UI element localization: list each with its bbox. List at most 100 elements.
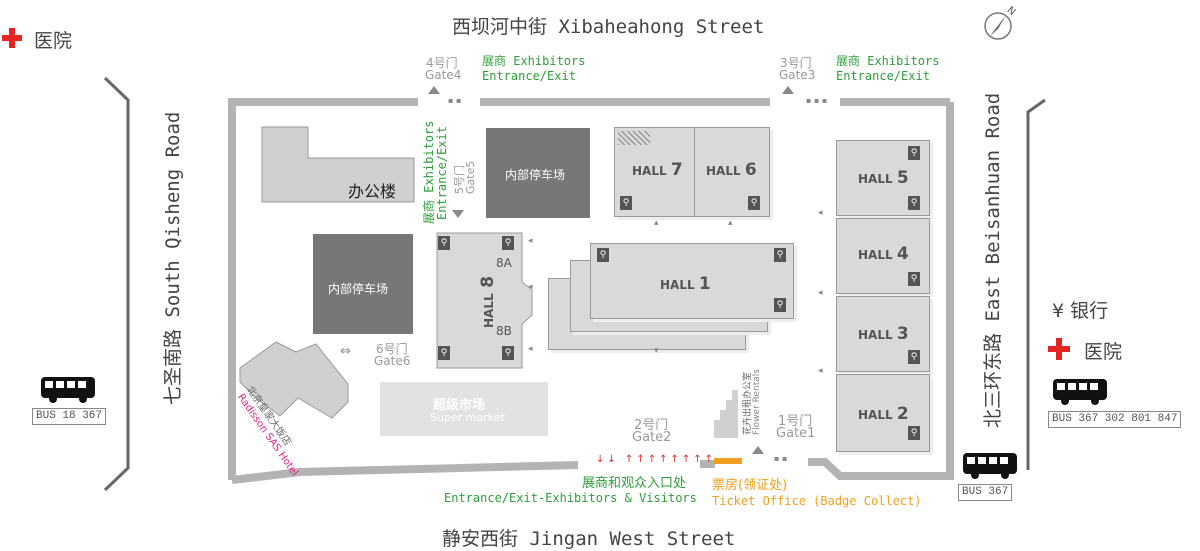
hall-7-num: 7: [670, 160, 683, 180]
hall-1-word: HALL: [660, 278, 695, 292]
arrow-icon: ▪ ▪ ▪: [806, 96, 828, 105]
bus-right-label: BUS 367 302 801 847: [1048, 411, 1182, 428]
gate1-cn: 1号门: [778, 414, 813, 429]
hospital-icon: [2, 28, 22, 48]
bus-right-icon: [1053, 379, 1107, 405]
gate5-arrow-icon: [452, 210, 464, 218]
office-label: 办公楼: [348, 182, 397, 201]
restroom-icon: ⚲: [908, 350, 920, 364]
restroom-icon: ⚲: [908, 272, 920, 286]
gate2-cn: 2号门: [634, 418, 669, 433]
hospital-left-label: 医院: [34, 30, 73, 52]
gate4-en: Gate4: [425, 68, 462, 82]
arrow-icon: ▪ ▪: [448, 96, 462, 105]
ticket-office-cn: 票房(领证处): [712, 478, 788, 493]
hall-4-num: 4: [896, 244, 909, 264]
restroom-icon: ⚲: [597, 248, 609, 262]
hall-5-num: 5: [896, 168, 909, 188]
main-entrance-cn: 展商和观众入口处: [582, 476, 687, 491]
gate3-en: Gate3: [779, 68, 816, 82]
hall-8-b-label: 8B: [496, 324, 512, 338]
hall-4-word: HALL: [858, 248, 893, 262]
parking-top-label: 内部停车场: [505, 168, 566, 182]
parking-top: [486, 128, 590, 218]
supermarket-cn-label: 超级市场: [433, 398, 486, 413]
hall-2-label: HALL 2: [858, 404, 909, 424]
hall-8-num: 8: [478, 275, 498, 288]
arrow-icon: ◂: [818, 288, 823, 298]
flower-rentals-en-label: Flower Rentals: [752, 369, 762, 435]
arrow-icon: ▪ ▪: [774, 454, 788, 463]
arrow-icon: ◂: [528, 282, 533, 292]
street-north-label: 西坝河中街 Xibaheahong Street: [452, 16, 765, 38]
main-entrance-arrows: ↓↓ ↑↑↑↑↑↑↑↑: [596, 454, 716, 465]
hall-7-label: HALL 7: [632, 160, 683, 180]
hall-6-label: HALL 6: [706, 160, 757, 180]
arrow-icon: ▴: [728, 218, 733, 228]
street-south-label: 静安西街 Jingan West Street: [442, 528, 736, 550]
hall-6-word: HALL: [706, 164, 741, 178]
arrow-icon: ▴: [654, 218, 659, 228]
bus-left-icon: [41, 377, 95, 403]
hall-7-word: HALL: [632, 164, 667, 178]
hall-2-num: 2: [896, 404, 909, 424]
hall-1-num: 1: [698, 274, 711, 294]
flower-rentals-building: [714, 390, 738, 438]
hall-4-label: HALL 4: [858, 244, 909, 264]
hall-1-label: HALL 1: [660, 274, 711, 294]
hotel-building: [239, 341, 349, 419]
compass-icon: [984, 12, 1012, 40]
gate2-en: Gate2: [632, 430, 672, 445]
hall-5-label: HALL 5: [858, 168, 909, 188]
hall-1: [590, 243, 794, 319]
supermarket: [380, 382, 548, 436]
gate6-en: Gate6: [374, 354, 411, 368]
gate6-arrow-icon: ⇔: [340, 344, 351, 359]
hall-3-word: HALL: [858, 328, 893, 342]
gate1-arrow-icon: [752, 446, 764, 454]
hall-3-num: 3: [896, 324, 909, 344]
arrow-icon: ◂: [528, 344, 533, 354]
restroom-icon: ⚲: [908, 196, 920, 210]
arrow-icon: ◂: [528, 236, 533, 246]
hall-5-word: HALL: [858, 172, 893, 186]
gate6-cn: 6号门: [376, 342, 408, 356]
restroom-icon: ⚲: [620, 196, 632, 210]
hospital-right-label: 医院: [1084, 341, 1123, 363]
ticket-office-bar: [714, 458, 742, 464]
restroom-icon: ⚲: [908, 426, 920, 440]
bank-label: ¥ 银行: [1052, 300, 1109, 322]
main-entrance-en: Entrance/Exit-Exhibitors & Visitors: [444, 491, 697, 505]
gate4-arrow-icon: [428, 86, 440, 94]
hall-8-word: HALL: [482, 293, 496, 328]
hospital-right-icon: [1048, 338, 1070, 360]
restroom-icon: ⚲: [438, 236, 450, 250]
restroom-icon: ⚲: [774, 298, 786, 312]
exhibitor-gate4-line2: Entrance/Exit: [482, 69, 576, 83]
supermarket-en-label: Super market: [430, 411, 505, 424]
ticket-office-en: Ticket Office (Badge Collect): [712, 494, 922, 508]
exhibitor-gate4-line1: 展商 Exhibitors: [482, 54, 586, 68]
hall-8-label: HALL 8: [478, 276, 498, 328]
hall-3-label: HALL 3: [858, 324, 909, 344]
hatched-area: [618, 131, 650, 145]
arrow-icon: ◂: [818, 366, 823, 376]
exhibitor-gate3-line1: 展商 Exhibitors: [836, 54, 940, 68]
parking-left-label: 内部停车场: [328, 282, 389, 296]
hall-6-num: 6: [744, 160, 757, 180]
bus-bottom-icon: [963, 453, 1017, 479]
restroom-icon: ⚲: [908, 146, 920, 160]
arrow-icon: ◂: [818, 208, 823, 218]
bus-left-label: BUS 18 367: [32, 408, 107, 425]
office-building: [261, 126, 415, 203]
hall-8: [436, 232, 533, 369]
exhibitor-gate5-line2: Entrance/Exit: [435, 126, 449, 220]
gate5-en: Gate5: [464, 160, 477, 194]
bus-bottom-label: BUS 367: [958, 484, 1013, 501]
parking-left: [313, 234, 413, 334]
hall-2-word: HALL: [858, 408, 893, 422]
gate3-cn: 3号门: [780, 56, 812, 70]
gate4-cn: 4号门: [426, 56, 458, 70]
